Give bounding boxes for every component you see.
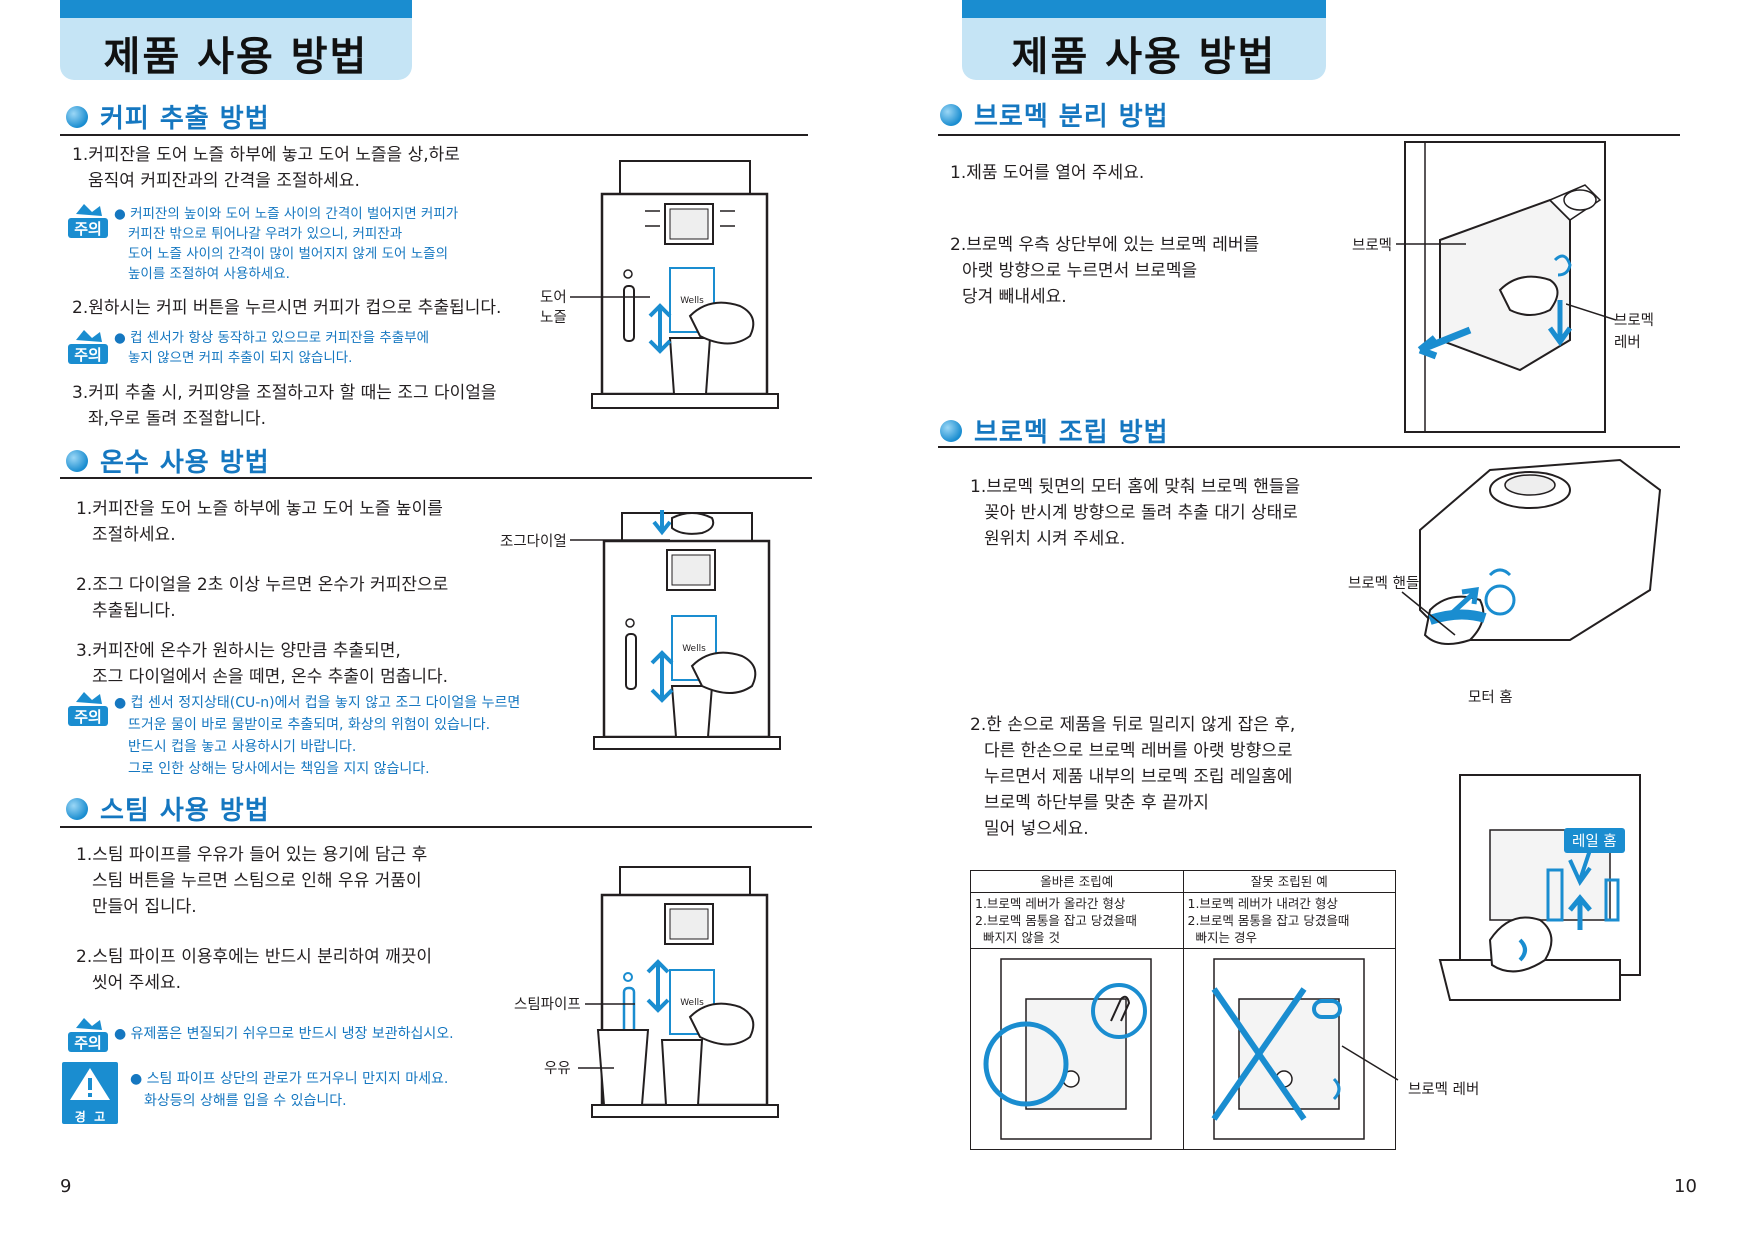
brewer-detach-illustration [1404, 141, 1606, 433]
table-image-correct [970, 948, 1184, 1150]
assemble-step-2: 2.한 손으로 제품을 뒤로 밀리지 않게 잡은 후, 다른 한손으로 브로멕 … [970, 715, 1296, 839]
caution-badge-icon: 주의 [68, 1018, 108, 1052]
brewer-insert-illustration [1438, 774, 1641, 1001]
caution-badge-icon: 주의 [68, 330, 108, 364]
right-page-header: 제품 사용 방법 [962, 0, 1326, 80]
bullet-dot-icon [940, 419, 962, 442]
detach-section-heading: 브로멕 분리 방법 [940, 96, 1169, 133]
label-brewer: 브로멕 [1352, 238, 1393, 254]
table-cell-correct: 1.브로멕 레버가 올라간 형상 2.브로멕 몸통을 잡고 당겼을때 빠지지 않… [970, 892, 1184, 949]
detach-step-2: 2.브로멕 우측 상단부에 있는 브로멕 레버를 아랫 방향으로 누르면서 브로… [950, 235, 1260, 307]
steam-warning-note: ● 스팀 파이프 상단의 관로가 뜨거우니 만지지 마세요. 화상등의 상해를 … [130, 1071, 449, 1109]
lever-pointer-line [1566, 303, 1616, 321]
table-image-incorrect [1182, 948, 1396, 1150]
coffee-machine-illustration: Wells [593, 510, 781, 750]
table-header-correct: 올바른 조립예 [970, 870, 1184, 893]
page-number-left: 9 [60, 1176, 72, 1197]
detach-step-1: 1.제품 도어를 열어 주세요. [950, 163, 1145, 183]
left-header-title: 제품 사용 방법 [103, 34, 369, 80]
caution-badge-icon: 주의 [68, 204, 108, 238]
svg-text:주의: 주의 [74, 1034, 102, 1052]
steam-step-1: 1.스팀 파이프를 우유가 들어 있는 용기에 담근 후 스팀 버튼을 누르면 … [76, 845, 428, 917]
left-page-header: 제품 사용 방법 [60, 0, 412, 80]
coffee-caution-note-1: ● 커피잔의 높이와 도어 노즐 사이의 간격이 벌어지면 커피가 커피잔 밖으… [114, 206, 459, 282]
label-milk: 우유 [544, 1061, 571, 1077]
hotwater-caution-note: ● 컵 센서 정지상태(CU-n)에서 컵을 놓지 않고 조그 다이얼을 누르면… [114, 695, 521, 777]
divider [60, 826, 812, 828]
svg-text:Wells: Wells [680, 998, 704, 1008]
assemble-section-title: 브로멕 조립 방법 [974, 418, 1169, 448]
nozzle-pointer-line [570, 296, 650, 298]
handle-pointer-line [1401, 591, 1456, 636]
bullet-dot-icon [66, 797, 88, 820]
label-brewer-lever-2: 브로멕 레버 [1408, 1082, 1480, 1098]
divider [60, 477, 812, 479]
coffee-step-2: 2.원하시는 커피 버튼을 누르시면 커피가 컵으로 추출됩니다. [72, 298, 502, 318]
coffee-step-3: 3.커피 추출 시, 커피양을 조절하고자 할 때는 조그 다이얼을 좌,우로 … [72, 383, 497, 429]
bullet-dot-icon [66, 105, 88, 128]
lever-pointer-line-2 [1341, 1045, 1399, 1081]
steam-caution-note: ● 유제품은 변질되기 쉬우므로 반드시 냉장 보관하십시오. [114, 1026, 454, 1042]
detach-section-title: 브로멕 분리 방법 [974, 102, 1169, 132]
hotwater-section-title: 온수 사용 방법 [100, 448, 270, 478]
milk-pointer-line [578, 1067, 614, 1069]
divider [60, 134, 808, 136]
assembly-comparison-table: 올바른 조립예 잘못 조립된 예 1.브로멕 레버가 올라간 형상 2.브로멕 … [970, 870, 1396, 1150]
divider [938, 446, 1680, 448]
brewer-assemble-illustration [1419, 458, 1662, 645]
machine-brand-label: Wells [680, 296, 704, 306]
steam-section-title: 스팀 사용 방법 [100, 796, 270, 826]
assemble-step-1: 1.브로멕 뒷면의 모터 홈에 맞춰 브로멕 핸들을 꽂아 반시계 방향으로 돌… [970, 477, 1301, 549]
hotwater-step-1: 1.커피잔을 도어 노즐 하부에 놓고 도어 노즐 높이를 조절하세요. [76, 499, 443, 545]
assemble-section-heading: 브로멕 조립 방법 [940, 412, 1169, 449]
label-motor-groove: 모터 홈 [1468, 690, 1513, 706]
incorrect-assembly-illustration [1211, 958, 1365, 1140]
warning-triangle-icon [70, 1068, 110, 1100]
coffee-machine-illustration: Wells [591, 160, 779, 409]
label-rail-groove: 레일 홈 [1564, 828, 1625, 853]
label-door-nozzle: 도어 노즐 [540, 290, 567, 326]
caution-badge-label: 주의 [74, 220, 102, 238]
steam-section-heading: 스팀 사용 방법 [66, 790, 270, 827]
label-brewer-lever: 브로멕 레버 [1614, 313, 1655, 351]
label-jog-dial: 조그다이얼 [500, 534, 567, 550]
page-number-right: 10 [1674, 1176, 1697, 1197]
svg-text:Wells: Wells [682, 644, 706, 654]
steam-step-2: 2.스팀 파이프 이용후에는 반드시 분리하여 깨끗이 씻어 주세요. [76, 947, 433, 993]
bullet-dot-icon [940, 103, 962, 126]
svg-text:주의: 주의 [74, 346, 102, 364]
hotwater-section-heading: 온수 사용 방법 [66, 442, 270, 479]
jog-dial-pointer-line [570, 539, 670, 541]
right-header-title: 제품 사용 방법 [1011, 34, 1277, 80]
hotwater-step-2: 2.조그 다이얼을 2초 이상 누르면 온수가 커피잔으로 추출됩니다. [76, 575, 449, 621]
caution-badge-icon: 주의 [68, 692, 108, 726]
label-steam-pipe: 스팀파이프 [514, 997, 581, 1013]
hotwater-step-3: 3.커피잔에 온수가 원하시는 양만큼 추출되면, 조그 다이얼에서 손을 떼면… [76, 641, 449, 687]
label-brewer-handle: 브로멕 핸들 [1348, 576, 1420, 592]
coffee-section-title: 커피 추출 방법 [100, 104, 270, 134]
coffee-section-heading: 커피 추출 방법 [66, 98, 270, 135]
warning-badge-label: 경 고 [74, 1110, 106, 1124]
steam-pipe-pointer-line [585, 1003, 635, 1005]
table-header-incorrect: 잘못 조립된 예 [1182, 870, 1396, 893]
coffee-machine-steam-illustration: Wells [591, 866, 779, 1118]
warning-badge: 경 고 [62, 1062, 118, 1124]
divider [938, 134, 1680, 136]
brewer-pointer-line [1396, 243, 1466, 245]
correct-assembly-illustration [983, 958, 1152, 1140]
svg-text:주의: 주의 [74, 708, 102, 726]
table-cell-incorrect: 1.브로멕 레버가 내려간 형상 2.브로멕 몸통을 잡고 당겼을때 빠지는 경… [1182, 892, 1396, 949]
coffee-step-1: 1.커피잔을 도어 노즐 하부에 놓고 도어 노즐을 상,하로 움직여 커피잔과… [72, 145, 460, 191]
coffee-caution-note-2: ● 컵 센서가 항상 동작하고 있으므로 커피잔을 추출부에 놓지 않으면 커피… [114, 330, 430, 366]
bullet-dot-icon [66, 449, 88, 472]
